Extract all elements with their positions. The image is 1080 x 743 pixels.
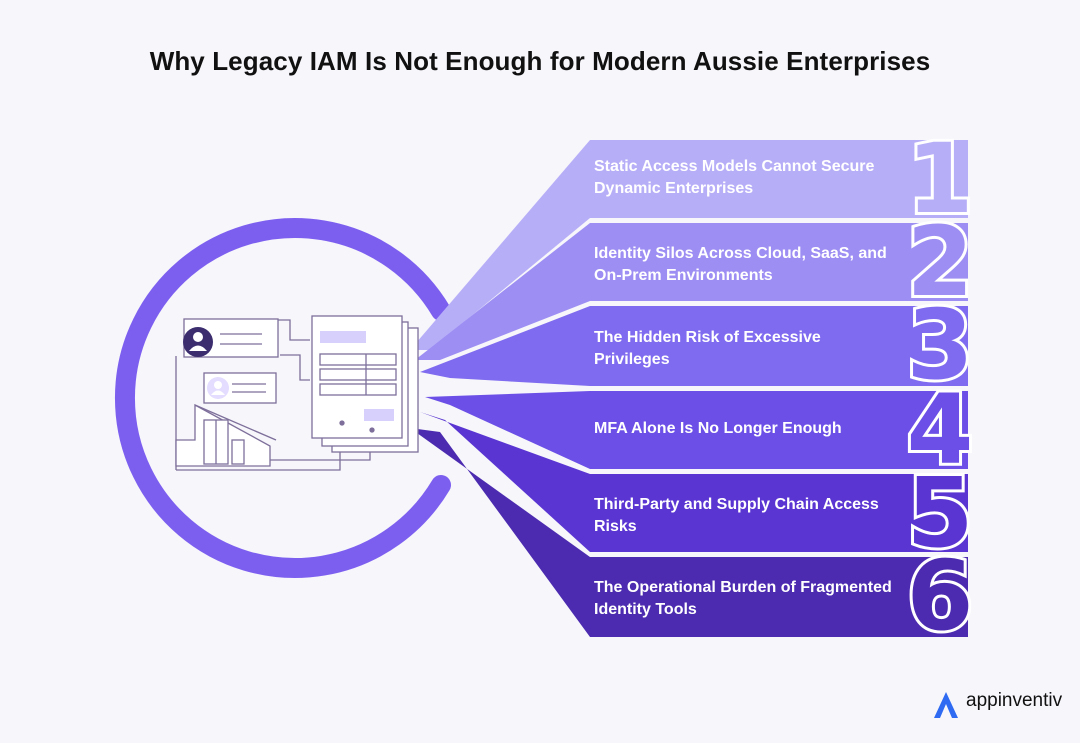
item-label-1: Static Access Models Cannot Secure Dynam… [594,158,875,197]
item-label-3: The Hidden Risk of Excessive Privileges [594,329,821,368]
number-6: 6 [907,540,974,652]
page-title: Why Legacy IAM Is Not Enough for Modern … [149,46,931,76]
band-1 [410,140,968,350]
band-6 [410,428,968,637]
bands-group [410,140,968,637]
item-label-6: The Operational Burden of Fragmented Ide… [594,579,892,618]
number-5: 5 [907,457,974,569]
logo-text: appinventiv [966,690,1063,711]
band-4 [425,391,968,469]
item-label-4: MFA Alone Is No Longer Enough [594,420,842,437]
band-2 [415,223,968,360]
brand-logo: appinventiv [932,690,1062,712]
item-label-5: Third-Party and Supply Chain Access Risk… [594,496,879,535]
ring-arc [114,218,451,578]
avatar-body-2 [211,390,225,395]
avatar-head [193,332,203,342]
appinventiv-logo-icon [934,692,958,718]
number-1: 1 [907,123,974,235]
avatar-head-2 [214,381,222,389]
number-2: 2 [907,206,974,318]
band-3 [420,306,968,386]
band-5 [420,412,968,552]
item-label-2: Identity Silos Across Cloud, SaaS, and O… [594,245,887,284]
number-3: 3 [907,289,974,401]
number-4: 4 [907,374,974,486]
avatar-body [189,345,207,351]
